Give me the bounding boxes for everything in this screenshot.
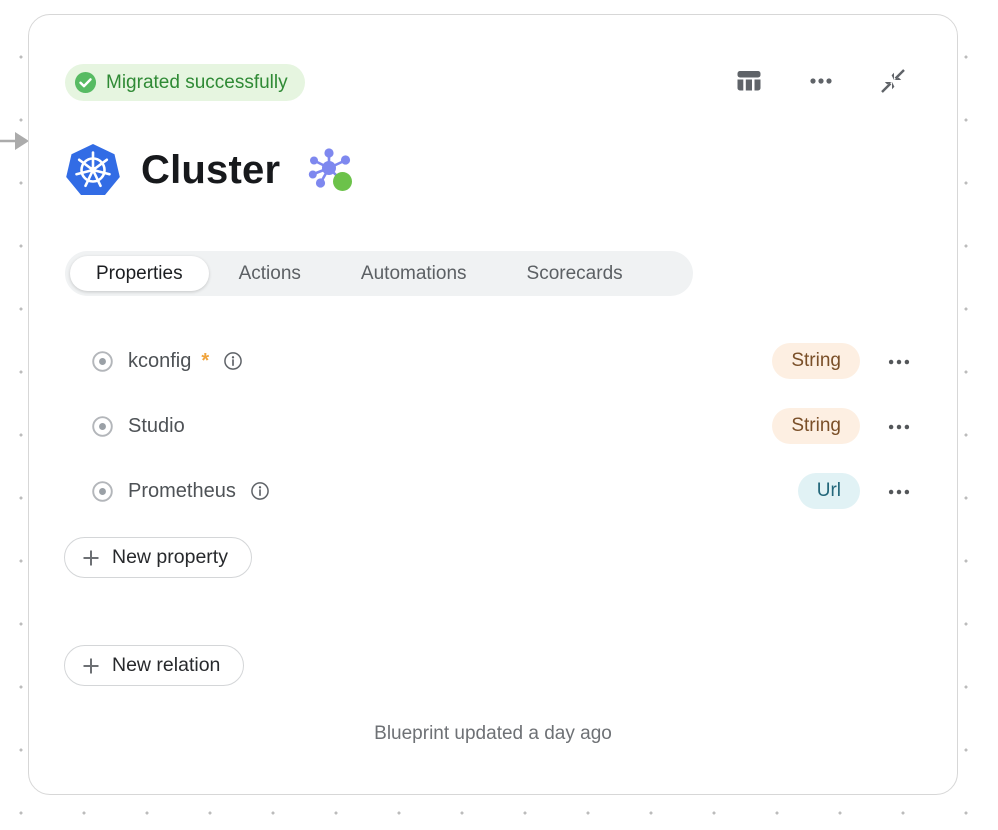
tab-bar: Properties Actions Automations Scorecard…	[65, 251, 693, 296]
property-name: kconfig	[128, 349, 192, 372]
plus-icon	[83, 658, 99, 673]
title-row: Cluster	[65, 143, 354, 197]
row-menu-icon[interactable]	[885, 478, 912, 505]
status-badge-label: Migrated successfully	[106, 71, 288, 93]
info-icon[interactable]	[250, 481, 270, 501]
cluster-graph-icon	[309, 148, 353, 191]
plus-icon	[83, 550, 99, 565]
status-badge: Migrated successfully	[65, 64, 305, 101]
new-relation-button[interactable]: New relation	[64, 645, 245, 686]
new-property-label: New property	[112, 546, 228, 568]
required-asterisk: *	[201, 349, 210, 372]
property-row-prometheus: Prometheus Url	[29, 471, 957, 511]
property-drag-dot-icon[interactable]	[91, 480, 114, 503]
property-drag-dot-icon[interactable]	[91, 415, 114, 438]
tab-scorecards[interactable]: Scorecards	[526, 262, 623, 284]
page-title: Cluster	[141, 147, 281, 192]
property-drag-dot-icon[interactable]	[91, 350, 114, 373]
blueprint-card: Migrated successfully	[28, 14, 958, 795]
type-badge: String	[772, 343, 860, 379]
collapse-icon[interactable]	[879, 67, 907, 95]
incoming-edge-arrow-icon	[0, 132, 29, 150]
row-menu-icon[interactable]	[885, 413, 912, 440]
more-options-icon[interactable]	[807, 67, 835, 95]
property-row-kconfig: kconfig * String	[29, 341, 957, 381]
type-badge: String	[772, 408, 860, 444]
new-property-button[interactable]: New property	[64, 537, 252, 578]
kubernetes-logo-icon	[66, 144, 120, 195]
type-badge: Url	[797, 473, 860, 509]
property-name: Studio	[128, 414, 185, 437]
header-actions	[735, 67, 907, 95]
property-name: Prometheus	[128, 479, 236, 502]
blueprint-updated-note: Blueprint updated a day ago	[374, 723, 612, 744]
row-menu-icon[interactable]	[885, 348, 912, 375]
tab-automations[interactable]: Automations	[360, 262, 467, 284]
new-relation-label: New relation	[112, 654, 221, 676]
tab-properties[interactable]: Properties	[70, 256, 209, 291]
table-view-icon[interactable]	[735, 67, 763, 95]
tab-actions[interactable]: Actions	[238, 262, 301, 284]
check-circle-icon	[74, 71, 97, 94]
info-icon[interactable]	[223, 351, 243, 371]
property-row-studio: Studio String	[29, 406, 957, 446]
